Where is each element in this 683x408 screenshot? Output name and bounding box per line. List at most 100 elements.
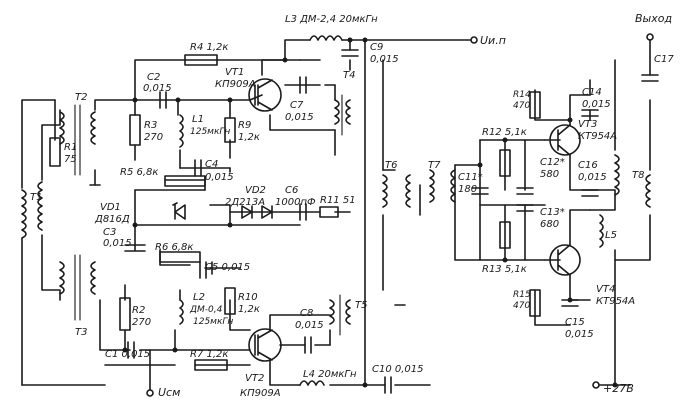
label-output: Выход <box>635 12 672 25</box>
diode-VD2 <box>241 205 273 219</box>
label-R15-value: 470 <box>513 301 530 311</box>
resistor-R3 <box>129 114 141 146</box>
label-VD1-type: Д816Д <box>94 214 130 225</box>
capacitor-C16 <box>581 189 599 197</box>
capacitor-C8 <box>304 336 312 354</box>
resistors <box>49 54 541 371</box>
label-VD1: VD1 <box>100 202 121 213</box>
label-R7: R7 1,2к <box>190 349 228 360</box>
label-C6-value: 1000пФ <box>275 197 316 208</box>
resistor-R11 <box>319 206 339 218</box>
transformer-T1-primary <box>21 189 27 239</box>
label-C16: C16 <box>578 160 598 171</box>
transistor-VT3 <box>549 124 581 156</box>
resistor-R1 <box>49 137 61 167</box>
transformer-T8 <box>614 154 651 208</box>
label-VD2: VD2 <box>245 185 266 196</box>
transistors <box>248 78 581 362</box>
label-T1: T1 <box>30 192 42 203</box>
transformer-T2 <box>59 111 96 145</box>
capacitor-C9 <box>341 49 359 57</box>
label-C3: C3 <box>103 227 116 238</box>
label-C11: C11* <box>458 172 483 183</box>
label-L1: L1 <box>192 114 204 125</box>
terminal-uip <box>470 36 478 44</box>
label-C9: C9 <box>370 42 383 53</box>
label-C12-value: 580 <box>540 169 559 180</box>
label-supply: +27В <box>603 382 634 395</box>
label-L2-value: ДМ-0,4 <box>189 305 223 315</box>
label-C1: C1 0,015 <box>105 349 150 360</box>
terminal-output <box>646 33 654 41</box>
transformer-T3 <box>59 261 96 295</box>
label-C8: C8 <box>300 308 313 319</box>
label-R1-value: 75 <box>64 154 77 165</box>
capacitor-C4 <box>194 159 202 177</box>
capacitor-C11 <box>471 187 489 195</box>
label-C14: C14 <box>582 87 602 98</box>
transistor-VT4 <box>549 244 581 276</box>
inductor-L5 <box>599 214 604 248</box>
label-R5: R5 6,8к <box>120 167 158 178</box>
label-T7: T7 <box>428 160 441 171</box>
label-C12: C12* <box>540 157 565 168</box>
resistor-R5 <box>164 175 206 187</box>
label-L5: L5 <box>605 230 617 241</box>
label-uip: Uи.п <box>480 34 506 47</box>
capacitor-C14 <box>581 109 599 117</box>
label-C2-value: 0,015 <box>143 83 172 94</box>
label-T3: T3 <box>75 327 87 338</box>
label-R10-value: 1,2к <box>238 304 260 315</box>
label-VT4: VT4 <box>596 284 615 295</box>
label-R13: R13 5,1к <box>482 264 527 275</box>
transformer-T7 <box>429 169 456 203</box>
label-R1: R1 <box>64 142 77 153</box>
transistor-VT1 <box>248 78 282 112</box>
resistor-R10 <box>224 287 236 315</box>
label-R10: R10 <box>238 292 258 303</box>
transformer-T6 <box>382 174 411 208</box>
label-C16-value: 0,015 <box>578 172 607 183</box>
label-R12: R12 5,1к <box>482 127 527 138</box>
label-C7-value: 0,015 <box>285 112 314 123</box>
label-T6: T6 <box>385 160 397 171</box>
label-VT2: VT2 <box>245 373 264 384</box>
label-ucm: Uсм <box>158 386 180 399</box>
diodes <box>172 202 273 220</box>
resistor-R4 <box>184 54 218 66</box>
label-C10: C10 0,015 <box>372 364 424 375</box>
label-R14-value: 470 <box>513 101 530 111</box>
transformer-T1-secondary <box>37 181 43 231</box>
label-VT3: VT3 <box>578 119 597 130</box>
component-labels: Выход +27В Uсм Uи.п R1 75 R2 270 R3 270 … <box>30 12 674 399</box>
terminal-ucm <box>146 389 154 397</box>
label-C11-value: 180 <box>458 184 477 195</box>
label-R6: R6 6,8к <box>155 242 193 253</box>
label-R9: R9 <box>238 120 251 131</box>
label-C15-value: 0,015 <box>565 329 594 340</box>
label-VT1-type: КП909А <box>215 79 256 90</box>
label-C4: C4 <box>205 159 218 170</box>
label-R3-value: 270 <box>144 132 163 143</box>
label-C4-value: 0,015 <box>205 172 234 183</box>
label-L4: L4 20мкГн <box>303 369 357 380</box>
label-T4: T4 <box>343 70 355 81</box>
resistor-R2 <box>119 297 131 331</box>
zener-diode-VD1 <box>172 202 186 220</box>
label-C9-value: 0,015 <box>370 54 399 65</box>
label-L1-value: 125мкГн <box>190 127 230 137</box>
resistor-R9 <box>224 117 236 143</box>
capacitor-C17 <box>641 74 659 82</box>
capacitor-C13 <box>516 204 534 212</box>
label-C13-value: 680 <box>540 219 559 230</box>
resistor-R14 <box>529 91 541 119</box>
label-C17: C17 <box>654 54 674 65</box>
label-C6: C6 <box>285 185 298 196</box>
label-C13: C13* <box>540 207 565 218</box>
inductors <box>21 35 651 386</box>
resistor-R6 <box>159 251 201 263</box>
transformer-T5 <box>329 299 351 325</box>
capacitor-C6 <box>299 203 307 221</box>
inductor-L2 <box>179 299 184 325</box>
